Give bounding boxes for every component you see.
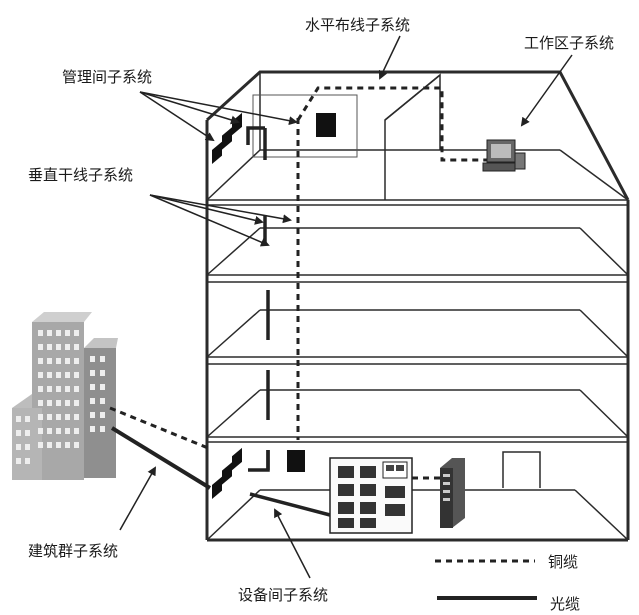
label-equipment-room-subsystem: 设备间子系统 [238,586,328,604]
building-icon [12,312,118,480]
building-frame [205,70,630,542]
horizontal-copper-top [296,86,495,162]
ground-floor [207,441,629,541]
computer-icon [482,139,526,172]
distribution-rack-icon [329,457,413,534]
management-fiber [246,126,265,145]
legend: 铜缆 光缆 [435,553,580,613]
floor-4 [206,363,629,438]
floor-2 [206,204,629,276]
vertical-fiber-backbone [263,128,270,470]
inter-building-copper [109,406,209,450]
callout-arrows [119,35,573,579]
fiber-to-rack [249,492,331,517]
label-building-group-subsystem: 建筑群子系统 [28,542,118,560]
label-management-subsystem: 管理间子系统 [62,68,152,86]
label-horizontal-subsystem: 水平布线子系统 [305,16,410,34]
top-floor [206,73,629,201]
legend-copper-label: 铜缆 [548,553,578,571]
legend-fiber-label: 光缆 [550,595,580,613]
server-cabinet-icon [440,458,465,528]
inter-building-fiber [110,426,212,490]
floor-3 [206,281,629,358]
switch-icon [316,113,336,137]
equipment-fiber [248,450,270,472]
label-work-area-subsystem: 工作区子系统 [524,34,614,52]
label-vertical-subsystem: 垂直干线子系统 [28,166,133,184]
switch-icon [287,450,305,472]
